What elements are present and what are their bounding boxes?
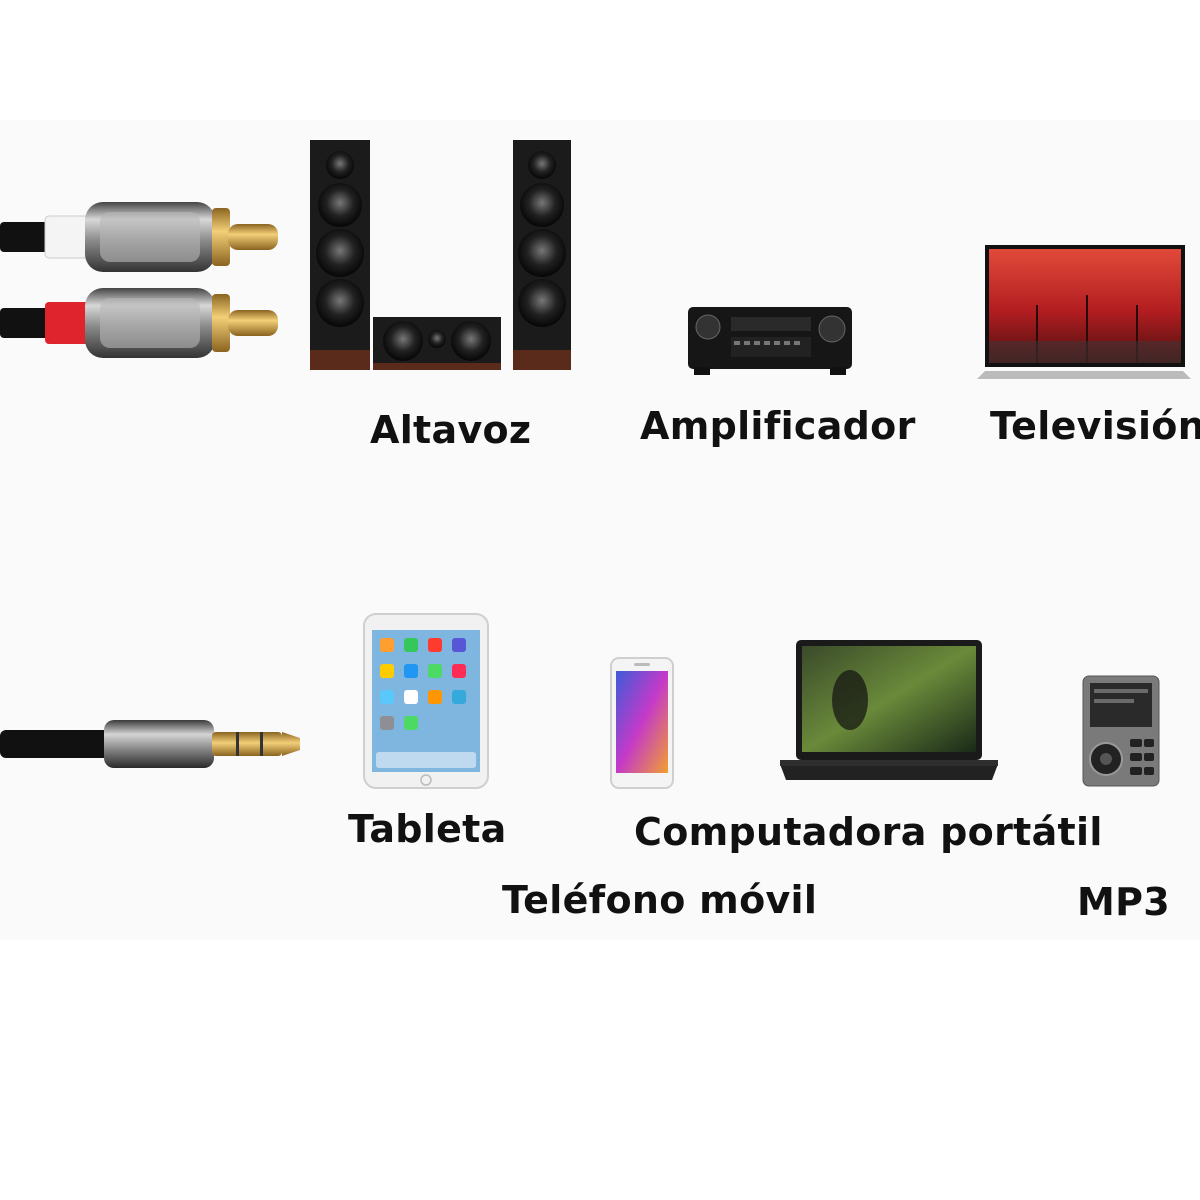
rca-cable-icon — [0, 202, 278, 358]
laptop-icon — [780, 640, 998, 780]
television-label: Televisión — [990, 404, 1200, 448]
mp3-player-icon — [1082, 675, 1160, 787]
phone-icon — [610, 657, 674, 789]
mp3-label: MP3 — [1077, 880, 1171, 924]
laptop-label: Computadora portátil — [634, 810, 1103, 854]
tablet-icon — [363, 613, 489, 789]
aux-cable-icon — [0, 720, 300, 768]
television-icon — [977, 245, 1191, 379]
speaker-set-icon — [310, 140, 571, 370]
amplifier-label: Amplificador — [640, 404, 916, 448]
tablet-label: Tableta — [348, 807, 507, 851]
speaker-label: Altavoz — [370, 408, 532, 452]
phone-label: Teléfono móvil — [502, 878, 818, 922]
amplifier-icon — [688, 307, 852, 375]
